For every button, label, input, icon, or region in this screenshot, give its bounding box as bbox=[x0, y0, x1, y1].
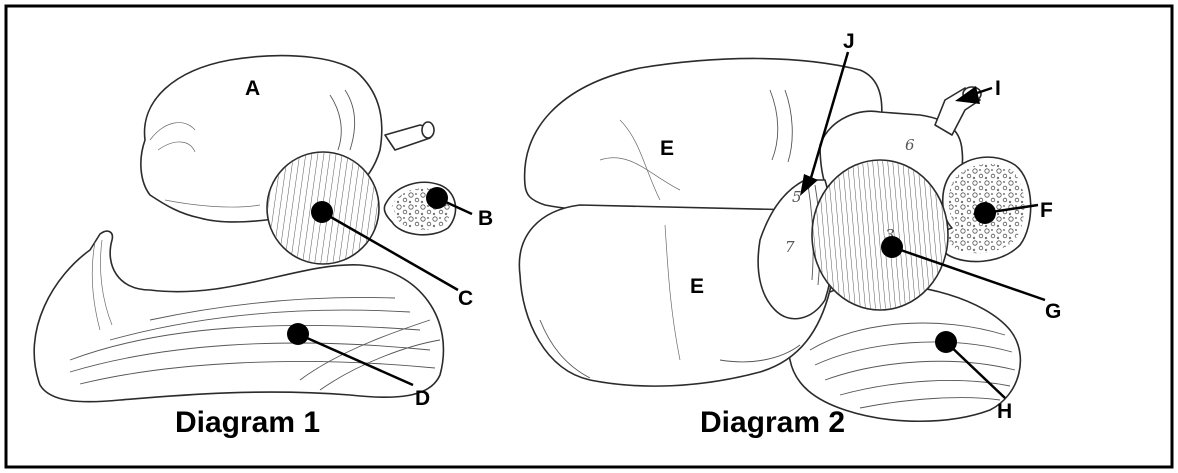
pointer-g-dot bbox=[881, 236, 903, 258]
pointer-d-dot bbox=[287, 323, 309, 345]
label-g: G bbox=[1045, 300, 1061, 323]
pointer-h-dot bbox=[935, 331, 957, 353]
region-number-7: 7 bbox=[785, 238, 795, 256]
label-b: B bbox=[478, 207, 493, 230]
caption-diagram-1: Diagram 1 bbox=[175, 406, 320, 439]
label-i: I bbox=[995, 77, 1001, 100]
label-j: J bbox=[843, 30, 855, 53]
label-e-lower: E bbox=[690, 275, 704, 298]
label-f: F bbox=[1040, 199, 1053, 222]
label-e-upper: E bbox=[660, 137, 674, 160]
caption-diagram-2: Diagram 2 bbox=[700, 406, 845, 439]
lobe-d-shape bbox=[34, 231, 443, 402]
region-number-6: 6 bbox=[905, 136, 915, 154]
diagram-1-drawing bbox=[34, 56, 455, 402]
label-a: A bbox=[245, 77, 260, 100]
pointer-f-dot bbox=[974, 202, 996, 224]
label-c: C bbox=[458, 287, 473, 310]
diagram-2-drawing bbox=[519, 58, 1030, 421]
pointer-c-dot bbox=[311, 201, 333, 223]
region-number-5: 5 bbox=[792, 188, 802, 206]
label-d: D bbox=[415, 387, 430, 410]
pointer-b-dot bbox=[426, 187, 448, 209]
label-h: H bbox=[997, 400, 1012, 423]
